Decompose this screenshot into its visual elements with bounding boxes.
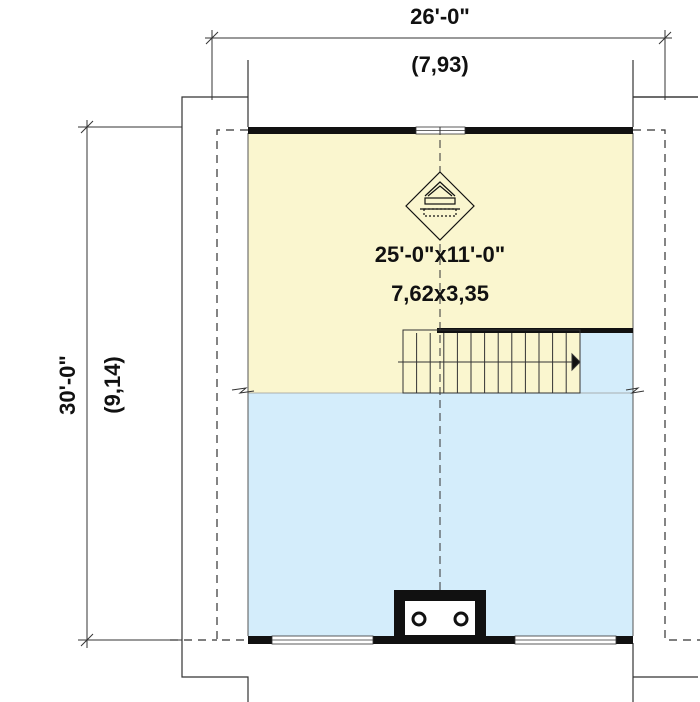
depth-dimension — [78, 120, 182, 648]
room-size-imperial: 25'-0"x11'-0" — [375, 242, 505, 267]
stairs — [398, 329, 581, 394]
break-mark-left — [231, 387, 255, 394]
width-dimension — [205, 30, 672, 100]
stair-arrow-icon — [571, 352, 581, 372]
width-imperial: 26'-0" — [410, 4, 470, 29]
outline — [181, 60, 698, 702]
stair-opening — [580, 333, 633, 393]
room-size-metric: 7,62x3,35 — [391, 281, 489, 306]
depth-metric: (9,14) — [100, 356, 125, 413]
fireplace — [394, 590, 486, 638]
loft-icon — [405, 171, 475, 241]
depth-imperial: 30'-0" — [55, 355, 80, 415]
width-metric: (7,93) — [411, 52, 468, 77]
break-mark-right — [625, 387, 645, 394]
